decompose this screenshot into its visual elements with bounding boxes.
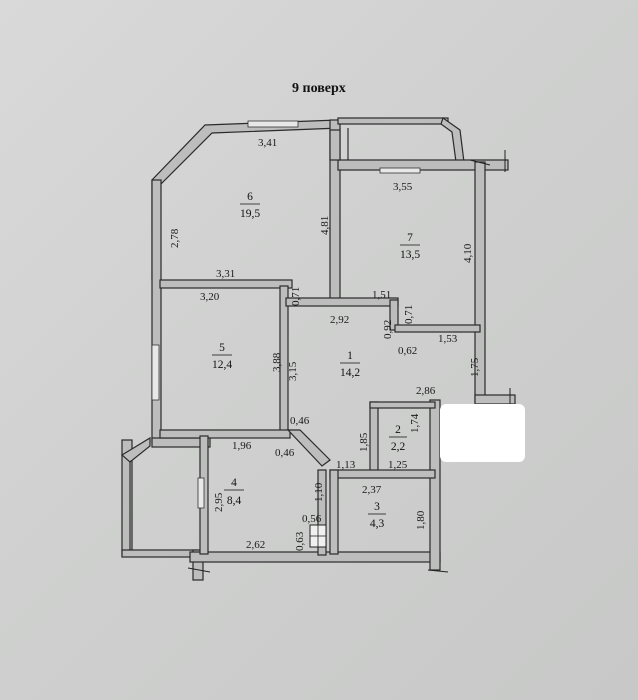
dim-label: 3,55	[393, 181, 413, 193]
room-4-area: 8,4	[227, 495, 242, 507]
room-3-number: 3	[374, 501, 380, 513]
vent-shaft	[309, 524, 327, 548]
room-5-number: 5	[219, 342, 225, 354]
dim-label: 0,46	[275, 447, 295, 459]
balconies	[129, 128, 349, 550]
room-2-area: 2,2	[391, 441, 406, 453]
room-6-area: 19,5	[240, 208, 260, 220]
redaction-patch	[440, 404, 525, 462]
dim-label: 0,71	[403, 305, 415, 324]
room-7-area: 13,5	[400, 249, 420, 261]
dim-label: 3,15	[287, 361, 299, 381]
dim-label: 2,86	[416, 385, 436, 397]
room-1-number: 1	[347, 350, 353, 362]
dim-label: 1,80	[415, 510, 427, 530]
room-3-area: 4,3	[370, 518, 385, 530]
room-1-area: 14,2	[340, 367, 360, 379]
dim-label: 2,78	[169, 228, 181, 248]
dim-label: 1,25	[388, 459, 408, 471]
dim-label: 2,95	[213, 492, 225, 512]
dim-label: 3,20	[200, 291, 220, 303]
dim-label: 2,62	[246, 539, 265, 551]
floor-title: 9 поверх	[292, 81, 346, 96]
dim-label: 1,51	[372, 289, 391, 301]
room-6-number: 6	[247, 191, 253, 203]
room-7-number: 7	[407, 232, 413, 244]
dim-label: 1,96	[232, 440, 252, 452]
dim-label: 3,41	[258, 137, 277, 149]
dim-label: 0,92	[382, 320, 394, 339]
room-5-area: 12,4	[212, 359, 232, 371]
room-labels: 6 19,5 7 13,5 5 12,4 1 14,2 2 2,2 4 8,4 …	[212, 191, 420, 530]
dim-label: 1,85	[358, 432, 370, 452]
dim-label: 0,62	[398, 345, 417, 357]
room-2-number: 2	[395, 424, 401, 436]
dim-label: 0,63	[294, 531, 306, 551]
dim-label: 1,10	[313, 482, 325, 502]
dimension-labels: 3,41 2,78 4,81 3,31 3,55 4,10 3,20 0,71 …	[169, 137, 481, 551]
room-4-number: 4	[231, 477, 237, 489]
windows	[151, 120, 421, 509]
dim-label: 4,10	[462, 243, 474, 263]
dim-label: 4,81	[319, 216, 331, 235]
dim-label: 3,88	[271, 352, 283, 372]
dim-label: 0,46	[290, 415, 310, 427]
dim-label: 1,53	[438, 333, 458, 345]
dim-label: 3,31	[216, 268, 235, 280]
dim-label: 2,37	[362, 484, 382, 496]
dim-label: 2,92	[330, 314, 349, 326]
dim-label: 0,56	[302, 513, 322, 525]
dim-label: 1,13	[336, 459, 356, 471]
dim-label: 0,71	[290, 287, 302, 306]
dim-label: 1,75	[469, 357, 481, 377]
dim-label: 1,74	[409, 413, 421, 433]
